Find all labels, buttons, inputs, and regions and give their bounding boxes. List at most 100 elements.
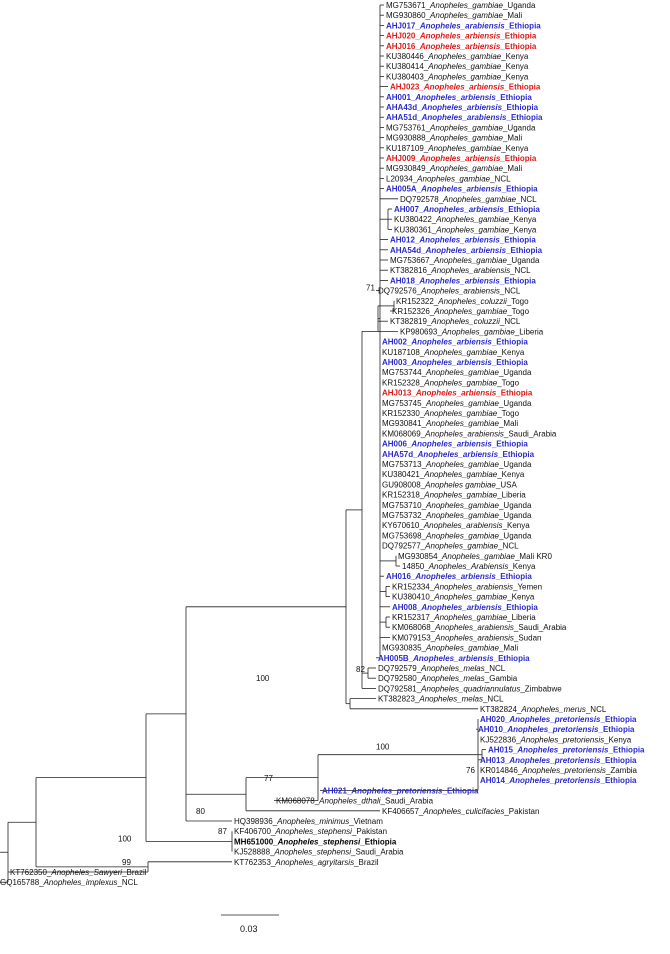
scale-bar: 0.03 [221,914,279,934]
taxon-species: Anopheles_pretoriensis [508,715,601,724]
tree-branches [0,4,486,883]
taxon-location: _Ethiopia [499,276,537,285]
taxon-location: _Zimbabwe [519,684,562,693]
taxon-species: Anopheles_gambiae [441,552,515,561]
taxon-species: Anopheles_gambiae [416,174,490,183]
taxon-species: Anopheles_melas [418,695,483,704]
taxon-accession: KU380410_ [392,593,435,602]
taxon-label: AH010_Anopheles_pretoriensis_Ethiopia [478,725,635,734]
taxon-accession: KM079153_ [392,633,436,642]
taxon-accession: L20934_ [386,174,418,183]
taxon-location: _Yemen [512,582,542,591]
taxon-location: _Uganda [498,501,532,510]
taxon-accession: KU187108_ [382,348,425,357]
taxon-location: _Ethiopia [359,837,397,846]
taxon-label: DQ792578_Anopheles_gambiae_NCL [400,195,537,204]
taxon-location: _Ethiopia [499,154,537,163]
taxon-species: Anopheles_gambiae [429,134,503,143]
taxon-label: MG753667_Anopheles_gambiae_Uganda [390,256,540,265]
taxon-accession: AH018_ [390,276,420,285]
taxon-species: Anopheles_gambiae [433,256,507,265]
taxon-location: _Ethiopia [501,603,539,612]
taxon-accession: KU380361_ [394,225,437,234]
taxon-location: _Kenya [506,593,535,602]
taxon-species: Anopheles_arbiensis [425,246,507,255]
taxon-species: Anopheles_arbiensis [419,154,501,163]
taxon-location: _NCL [489,174,511,183]
taxon-label: KT382824_Anopheles_merus_NCL [480,705,607,714]
taxon-location: _Liberia [514,327,544,336]
taxon-label: AH005A_Anopheles_arbiensis_Ethiopia [386,185,538,194]
taxon-label: AHA51d_Anopheles_arabiensis_Ethiopia [386,113,543,122]
taxon-label: L20934_Anopheles_gambiae_NCL [386,174,511,183]
taxon-location: _Kenya [500,52,529,61]
taxon-location: _Kenya [500,72,529,81]
taxon-location: _Kenya [496,348,525,357]
taxon-accession: MG753744_ [382,368,427,377]
taxon-accession: MG930841_ [382,419,427,428]
taxon-label: KU380403_Anopheles_gambiae_Kenya [386,72,529,81]
taxon-accession: GQ165788_ [0,878,44,887]
taxon-label: DQ792579_Anopheles_melas_NCL [378,664,506,673]
taxon-label: AH007_Anopheles_arbiensis_Ethiopia [394,205,540,214]
taxon-species: Anopheles_gambiae [433,307,507,316]
taxon-label: AH018_Anopheles_arbiensis_Ethiopia [390,276,536,285]
taxon-label: AH008_Anopheles_arbiensis_Ethiopia [392,603,538,612]
taxon-species: Anopheles_arbiensis [418,236,500,245]
taxon-accession: KT762350_ [10,868,52,877]
taxon-accession: KR014846_ [480,766,523,775]
taxon-accession: AH020_ [480,715,510,724]
taxon-label: KT382819_Anopheles_coluzzii_NCL [390,317,521,326]
taxon-accession: GU908008_ [382,480,426,489]
taxon-label: MG753710_Anopheles_gambiae_Uganda [382,501,532,510]
taxon-accession: AHJ016_ [386,42,420,51]
taxon-location: _Mali [502,11,522,20]
taxon-species: Anopheles_arabiensis [419,21,505,30]
taxon-label: MG930860_Anopheles_gambiae_Mali [386,11,522,20]
taxon-accession: AH005A_ [386,185,422,194]
taxon-species: Anopheles_pretoriensis [350,786,443,795]
taxon-label: AH001_Anopheles_arbiensis_Ethiopia [386,93,532,102]
taxon-location: _NCL [499,287,521,296]
taxon-location: _Ethiopia [600,776,638,785]
taxon-accession: KR152322_ [396,297,439,306]
taxon-location: _Togo [496,409,519,418]
taxon-location: _Uganda [502,123,536,132]
taxon-label: AH013_Anopheles_pretoriensis_Ethiopia [480,756,637,765]
taxon-species: Anopheles_gambiae [425,399,499,408]
taxon-label: AH006_Anopheles_arbiensis_Ethiopia [382,440,528,449]
taxon-label: DQ792581_Anopheles_quadriannulatus_Zimba… [378,684,562,693]
taxon-species: Anopheles_arbiensis [420,603,502,612]
taxon-label: KY670610_Anopheles_arabiensis_Kenya [382,521,530,530]
taxon-location: _Ethiopia [499,42,537,51]
taxon-species: Anopheles_arbiensis [420,185,502,194]
taxon-location: _NCL [499,317,521,326]
taxon-accession: MG753667_ [390,256,435,265]
taxon-accession: AH015_ [488,746,518,755]
taxon-location: _Ethiopia [442,786,480,795]
taxon-species: Anopheles_gambiae [435,215,509,224]
taxon-accession: DQ792576_ [378,287,422,296]
taxon-accession: KP980693_ [400,327,442,336]
taxon-species: Anopheles_pretoriensis [521,766,606,775]
taxon-species: Anopheles_gambiae [435,225,509,234]
taxon-location: _Kenya [508,215,537,224]
taxon-accession: KY670610_ [382,521,424,530]
taxon-label: AH021_Anopheles_pretoriensis_Ethiopia [322,786,479,795]
bootstrap-value: 100 [376,743,390,752]
taxon-accession: KT382823_ [378,695,420,704]
taxon-accession: MG753761_ [386,123,431,132]
taxon-accession: KR152328_ [382,378,425,387]
taxon-location: _Liberia [506,613,536,622]
taxon-label: KU380421_Anopheles_gambiae_Kenya [382,470,525,479]
taxon-accession: AH012_ [390,236,420,245]
taxon-label: AHA43d_Anopheles_arbiensis_Ethiopia [386,103,539,112]
taxon-location: _Ethiopia [495,389,533,398]
taxon-species: Anopheles_implexus [43,878,118,887]
taxon-label: MG930854_Anopheles_gambiae_Mali KR0 [398,552,552,561]
taxon-accession: AH014_ [480,776,510,785]
taxon-label: MG930841_Anopheles_gambiae_Mali [382,419,518,428]
taxon-location: _Uganda [498,531,532,540]
taxon-species: Anopheles_gambiae [423,470,497,479]
taxon-location: _Uganda [502,1,536,10]
